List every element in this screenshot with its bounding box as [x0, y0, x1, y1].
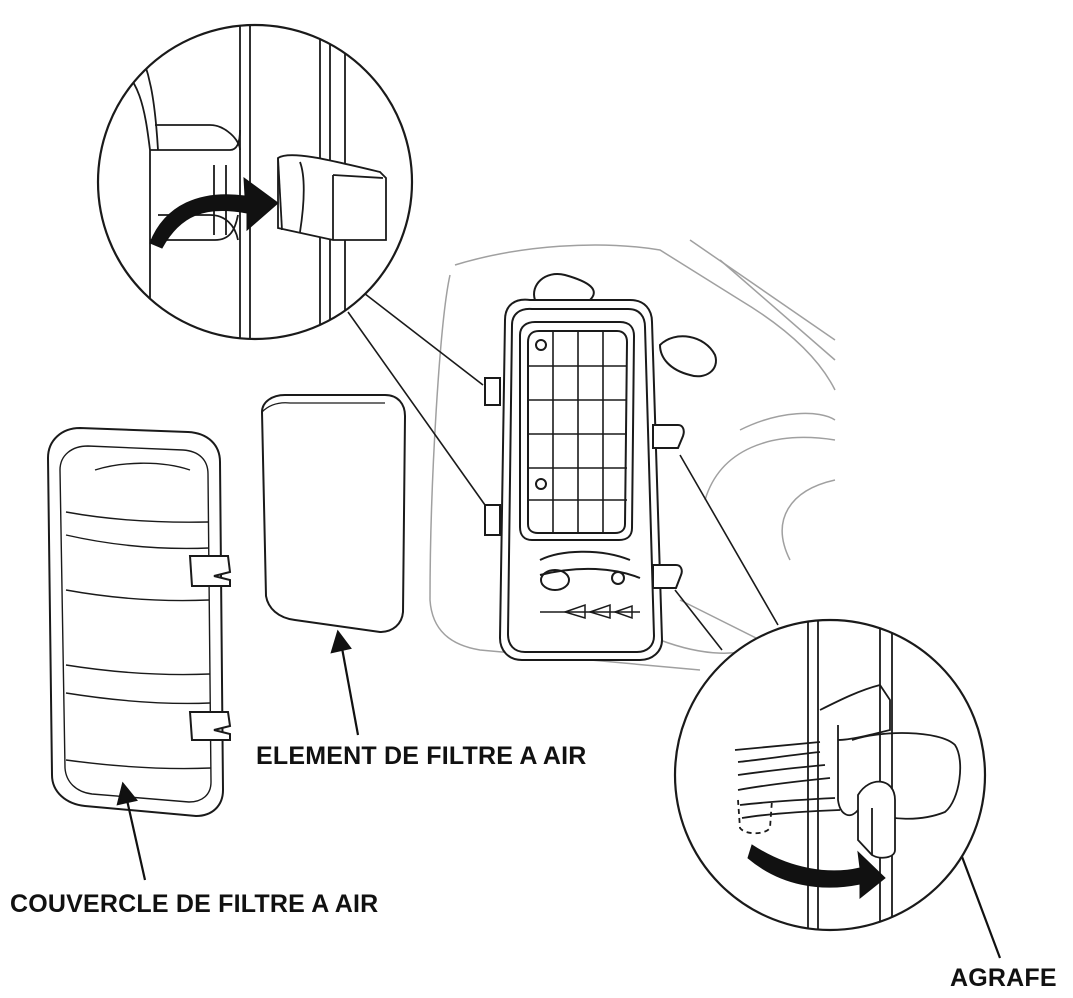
element-leader-line [340, 647, 360, 736]
air-filter-element [260, 394, 407, 634]
label-air-filter-cover: COUVERCLE DE FILTRE A AIR [10, 890, 379, 918]
magnifier-leader-lines-bottom [674, 454, 779, 651]
rotation-arrow-top-icon [149, 176, 279, 249]
cover-arrowhead [116, 781, 138, 806]
cover-leader-line [125, 799, 147, 881]
magnifier-top-detail [96, 23, 414, 341]
label-air-filter-element: ELEMENT DE FILTRE A AIR [256, 742, 587, 770]
magnifier-bottom-detail [673, 618, 987, 932]
label-clip: AGRAFE [950, 964, 1057, 992]
air-filter-cover [46, 426, 232, 818]
air-filter-housing [484, 273, 717, 661]
body-panel-outline [429, 239, 836, 671]
element-arrowhead [330, 629, 352, 654]
rotation-arrow-bottom-icon [747, 844, 886, 900]
magnifier-leader-lines-top [347, 289, 486, 506]
